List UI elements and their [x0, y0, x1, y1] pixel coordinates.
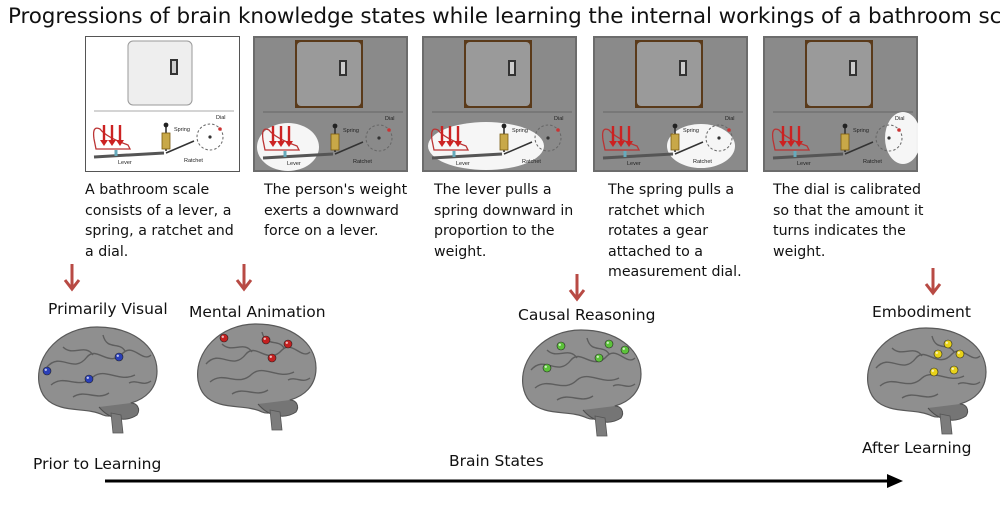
state-label-causal-reasoning: Causal Reasoning [518, 306, 656, 324]
svg-text:Lever: Lever [287, 161, 301, 167]
state-label-primarily-visual: Primarily Visual [48, 300, 168, 318]
svg-text:Dial: Dial [385, 116, 394, 122]
brain-embodiment [867, 327, 987, 435]
state-label-mental-animation: Mental Animation [189, 303, 326, 321]
svg-text:Spring: Spring [853, 128, 869, 134]
brain-mental-animation [197, 323, 317, 431]
down-arrow-icon [924, 268, 942, 296]
svg-text:Lever: Lever [118, 160, 132, 166]
down-arrow-icon [568, 274, 586, 302]
down-arrow-icon [63, 264, 81, 292]
svg-text:Spring: Spring [343, 128, 359, 134]
svg-text:Lever: Lever [797, 161, 811, 167]
state-label-embodiment: Embodiment [872, 303, 971, 321]
svg-text:Dial: Dial [554, 116, 563, 122]
figure-title: Progressions of brain knowledge states w… [8, 4, 1000, 29]
svg-text:Lever: Lever [627, 161, 641, 167]
axis-end-label: After Learning [862, 439, 972, 457]
svg-text:Lever: Lever [456, 161, 470, 167]
svg-text:Dial: Dial [725, 116, 734, 122]
down-arrow-icon [235, 264, 253, 292]
svg-text:Dial: Dial [216, 115, 225, 121]
svg-text:Spring: Spring [174, 127, 190, 133]
svg-text:Ratchet: Ratchet [693, 159, 712, 165]
svg-text:Ratchet: Ratchet [353, 159, 372, 165]
timeline-arrow [105, 474, 903, 488]
caption-4: The spring pulls a ratchet which rotates… [608, 182, 742, 280]
brain-causal-reasoning [522, 329, 642, 437]
svg-text:Ratchet: Ratchet [863, 159, 882, 165]
axis-middle-label: Brain States [449, 452, 544, 470]
axis-start-label: Prior to Learning [33, 455, 162, 473]
caption-3: The lever pulls a spring downward in pro… [434, 182, 574, 260]
caption-5: The dial is calibrated so that the amoun… [773, 182, 924, 260]
svg-text:Spring: Spring [683, 128, 699, 134]
svg-text:Ratchet: Ratchet [522, 159, 541, 165]
svg-text:Dial: Dial [895, 116, 904, 122]
caption-2: The person's weight exerts a downward fo… [264, 182, 408, 239]
svg-text:Spring: Spring [512, 128, 528, 134]
svg-text:Ratchet: Ratchet [184, 158, 203, 164]
brain-primarily-visual [38, 326, 158, 434]
caption-1: A bathroom scale consists of a lever, a … [85, 182, 234, 260]
